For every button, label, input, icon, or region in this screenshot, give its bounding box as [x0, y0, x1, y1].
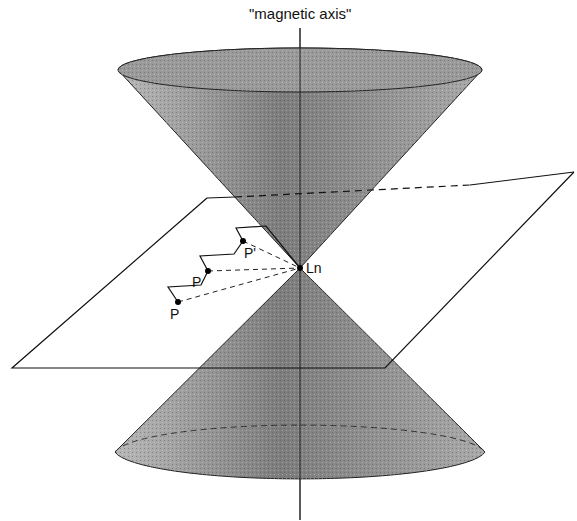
axis-label: "magnetic axis": [249, 6, 351, 21]
point-label: P': [244, 246, 256, 260]
axis-line: [300, 28, 301, 520]
point-label: P: [192, 275, 201, 289]
point-label: Ln: [306, 261, 322, 275]
point-label: P: [170, 307, 179, 321]
point-dots: [175, 238, 303, 305]
dashed-lines: [178, 241, 300, 302]
equatorial-plane: [12, 172, 574, 368]
path-line: [168, 226, 300, 302]
